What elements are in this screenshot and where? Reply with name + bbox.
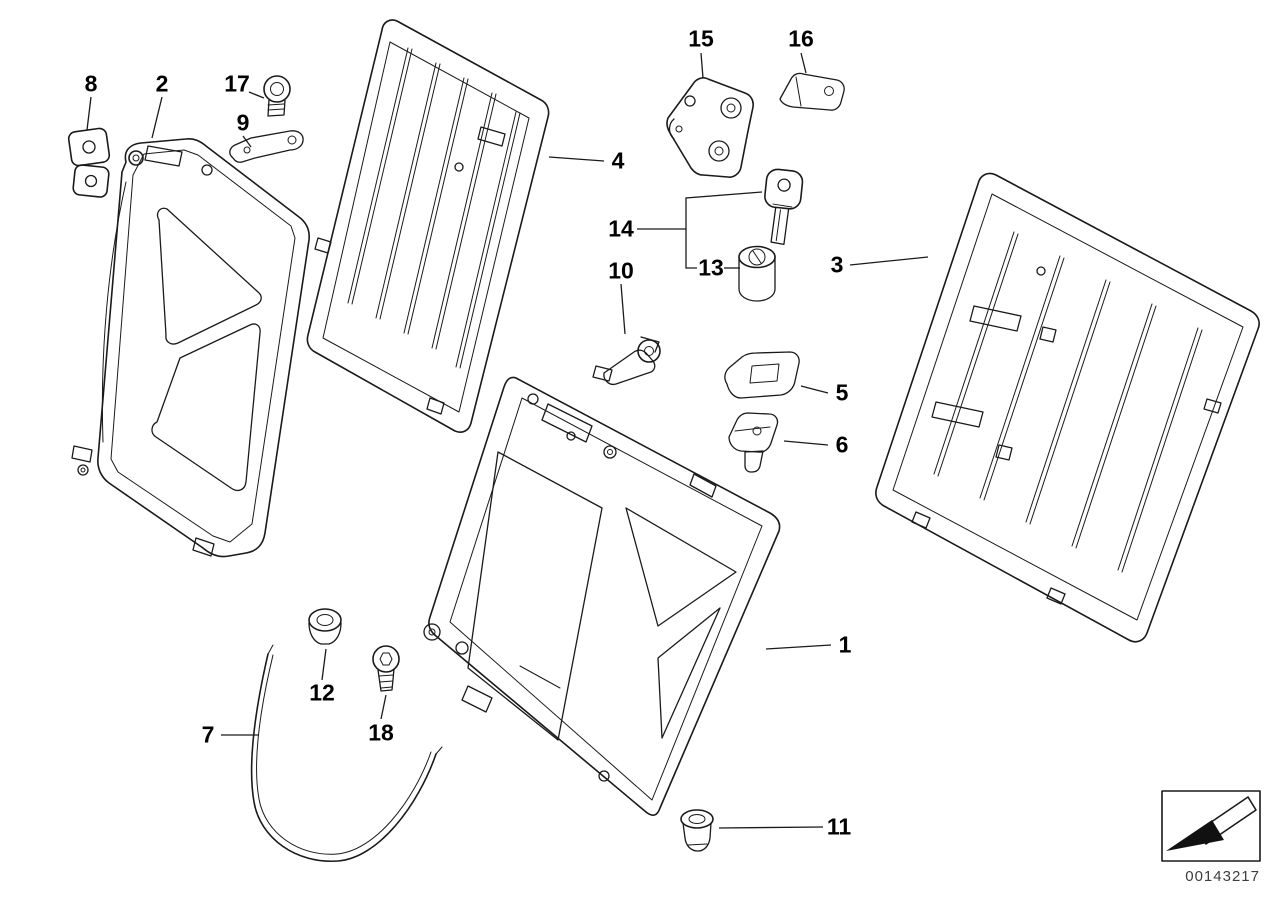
part-2-backrest-frame-left [71,138,310,558]
part-6-latch [728,412,779,473]
part-11-plug [680,809,714,852]
leader-line-15 [700,52,704,79]
callout-17[interactable]: 17 [224,70,250,97]
part-12-grommet [308,608,342,645]
direction-arrow-icon [1161,790,1261,862]
leader-line-1 [765,644,832,650]
part-5-cover [724,351,800,399]
leader-line-12 [321,648,327,681]
leader-line-6 [783,440,829,446]
callout-5[interactable]: 5 [835,379,849,406]
callout-3[interactable]: 3 [830,251,844,278]
callout-13[interactable]: 13 [698,254,724,281]
part-4-backrest-panel-left [306,19,550,433]
part-1-backrest-frame-right [423,376,781,816]
part-16-bracket [779,72,845,111]
callout-2[interactable]: 2 [155,70,169,97]
callout-16[interactable]: 16 [788,25,814,52]
part-13-lock-cylinder [738,245,776,302]
part-14-key [764,168,804,246]
leader-line-10 [620,283,626,335]
leader-line-8 [86,96,92,131]
leader-line-11 [718,826,824,829]
leader-line-9 [242,135,252,148]
part-7-bowden-wire [250,644,443,862]
callout-7[interactable]: 7 [201,721,215,748]
part-9-bracket [229,130,304,163]
part-17-screw [263,75,291,117]
callout-9[interactable]: 9 [236,109,250,136]
part-18-screw [372,645,400,692]
leader-line-5 [800,385,829,394]
callout-18[interactable]: 18 [368,719,394,746]
callout-15[interactable]: 15 [688,25,714,52]
leader-line-14 [685,191,763,229]
callout-6[interactable]: 6 [835,431,849,458]
part-3-backrest-panel-right [875,172,1260,643]
callout-11[interactable]: 11 [826,813,852,840]
drawing-number: 00143217 [1185,868,1260,885]
leader-line-4 [548,156,605,162]
callout-4[interactable]: 4 [611,147,625,174]
callout-10[interactable]: 10 [608,257,634,284]
callout-12[interactable]: 12 [309,679,335,706]
part-10-hinge-lever [592,336,661,386]
leader-line-16 [800,52,807,74]
part-15-lock-plate [666,77,754,178]
callout-14[interactable]: 14 [608,215,634,242]
part-8-hinge-bracket [67,127,111,198]
callout-8[interactable]: 8 [84,70,98,97]
callout-1[interactable]: 1 [838,631,852,658]
leader-line-14 [685,229,697,269]
leader-line-17 [248,91,265,99]
leader-line-3 [849,256,929,266]
leader-line-18 [380,694,387,720]
leader-line-2 [151,96,163,139]
